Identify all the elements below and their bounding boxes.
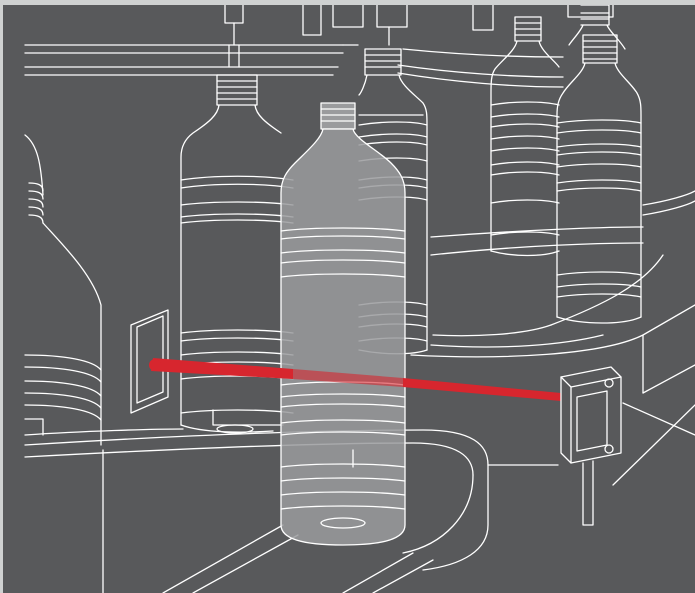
line-art-illustration — [3, 5, 695, 593]
left-bottle — [25, 135, 101, 445]
bottle-middle-left — [181, 75, 293, 433]
highlighted-bottle — [281, 103, 405, 545]
right-conveyor — [411, 191, 695, 485]
photoelectric-sensor — [561, 367, 621, 525]
bottle-back-right-1 — [491, 17, 559, 256]
bottle-front-right — [557, 35, 641, 323]
